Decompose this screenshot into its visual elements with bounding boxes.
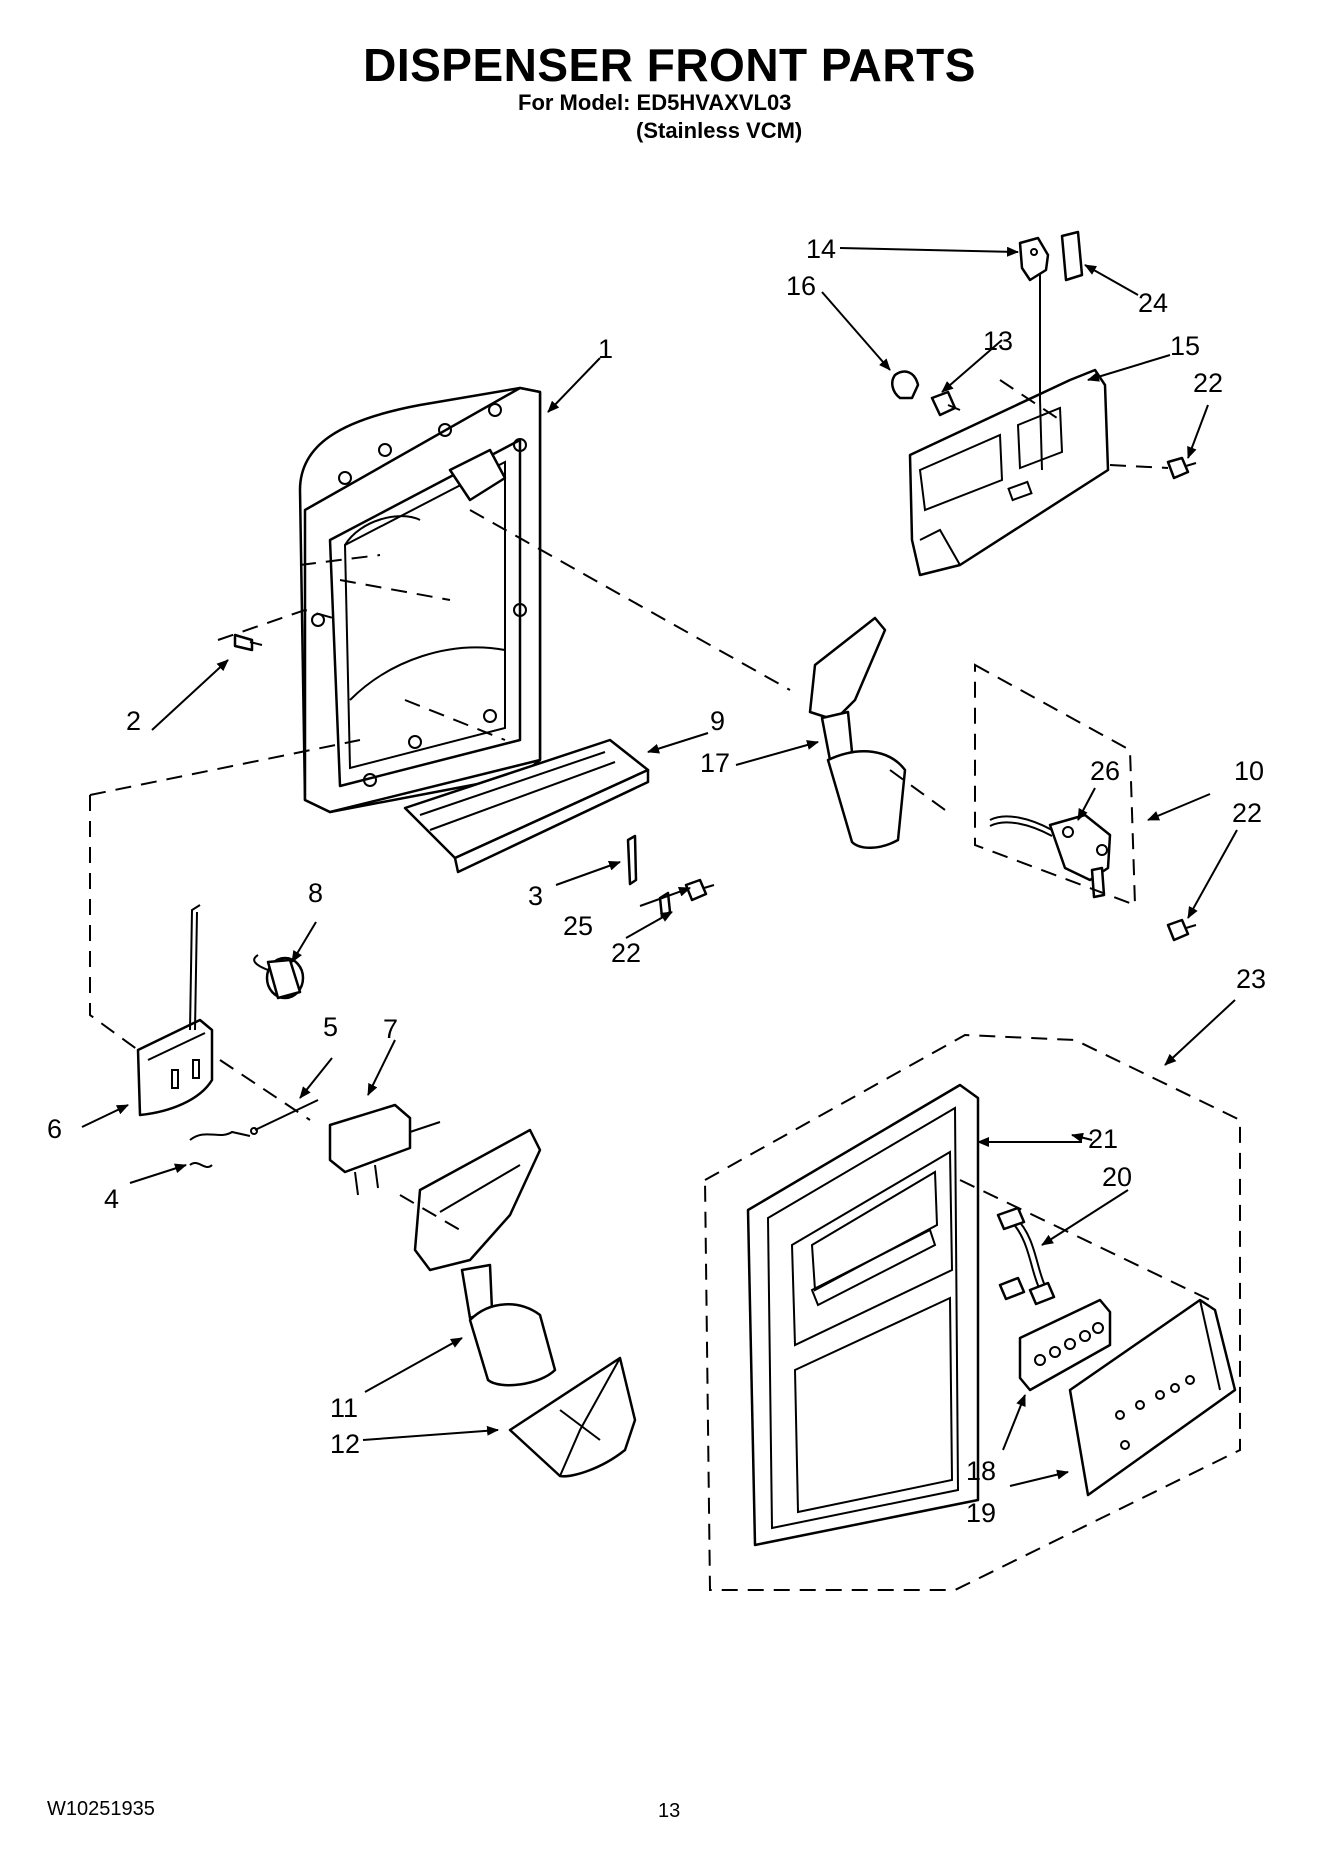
callout-3: 3 [528, 881, 543, 911]
part-26-switch [989, 813, 1112, 899]
part-15-housing [908, 260, 1110, 577]
part-22-screw-a [684, 878, 715, 902]
callout-8: 8 [308, 878, 323, 908]
part-14-switch [1018, 236, 1050, 282]
part-8-motor [253, 954, 305, 1000]
part-3-clip [626, 834, 638, 886]
callout-23: 23 [1236, 964, 1266, 994]
part-20-harness [996, 1206, 1056, 1306]
callout-19: 19 [966, 1498, 996, 1528]
part-19-overlay [1068, 1298, 1237, 1497]
part-11-paddle [413, 1128, 557, 1387]
callout-13: 13 [983, 326, 1013, 356]
part-1-housing [298, 386, 542, 814]
callout-17: 17 [700, 748, 730, 778]
callout-20: 20 [1102, 1162, 1132, 1192]
part-6-module [136, 904, 214, 1117]
callout-5: 5 [323, 1012, 338, 1042]
callout-18: 18 [966, 1456, 996, 1486]
callout-14: 14 [806, 234, 836, 264]
dashed-guides [89, 379, 1241, 1591]
callout-1: 1 [598, 334, 613, 364]
part-5-rod [250, 1099, 319, 1135]
callout-4: 4 [104, 1184, 119, 1214]
callout-12: 12 [330, 1429, 360, 1459]
part-12-chute-cup [508, 1356, 637, 1478]
variant-line: (Stainless VCM) [636, 118, 803, 143]
part-17-water-paddle [808, 616, 907, 849]
callout-16: 16 [786, 271, 816, 301]
part-22-screw-b [1166, 918, 1197, 942]
part-24-pad [1060, 230, 1084, 282]
callout-21: 21 [1088, 1124, 1118, 1154]
part-22-screw-c [1166, 456, 1197, 480]
callout-10: 10 [1234, 756, 1264, 786]
page-number: 13 [658, 1800, 681, 1822]
leader-lines [81, 246, 1238, 1487]
callout-labels: 1 2 3 4 5 6 7 8 9 10 11 12 13 14 15 16 1… [47, 234, 1266, 1528]
document-number: W10251935 [47, 1798, 155, 1820]
part-7-actuator [328, 1103, 441, 1196]
callout-9: 9 [710, 706, 725, 736]
callout-7: 7 [383, 1014, 398, 1044]
callout-15: 15 [1170, 331, 1200, 361]
callout-24: 24 [1138, 288, 1168, 318]
callout-22-top: 22 [1193, 368, 1223, 398]
callout-22-middle: 22 [1232, 798, 1262, 828]
part-2-screw [233, 633, 263, 652]
model-line: For Model: ED5HVAXVL03 [518, 90, 792, 115]
callout-2: 2 [126, 706, 141, 736]
part-18-control-board [1018, 1298, 1112, 1392]
callout-26: 26 [1090, 756, 1120, 786]
part-16-bulb [891, 370, 920, 400]
callout-25: 25 [563, 911, 593, 941]
callout-6: 6 [47, 1114, 62, 1144]
callout-22-bottom: 22 [611, 938, 641, 968]
part-9-drip-tray [403, 738, 650, 874]
callout-11: 11 [330, 1393, 358, 1423]
part-13-socket [930, 390, 961, 417]
part-4-spring [189, 1130, 251, 1168]
page-title: DISPENSER FRONT PARTS [363, 39, 976, 91]
part-21-front-panel [746, 1083, 980, 1547]
